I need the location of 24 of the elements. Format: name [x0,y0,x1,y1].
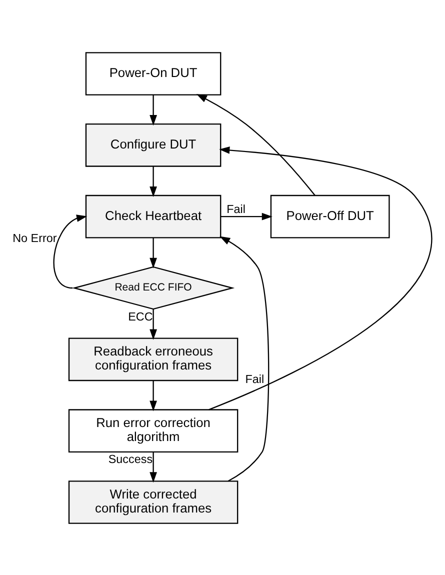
node-box: Write corrected configuration frames [68,480,238,524]
node-box: Power-On DUT [85,52,222,95]
node-box: Readback erroneous configuration frames [68,337,238,381]
arrow [196,94,316,196]
node-box: Run error correction algorithm [68,408,238,452]
arrow [150,166,157,197]
arrow [150,308,157,340]
edge-label: Fail [245,372,264,386]
arrow [53,214,88,288]
edge-label: Fail [226,202,246,216]
arrow [150,94,157,126]
edge-label: Success [108,452,153,466]
edge-label: ECC [128,310,153,323]
arrow [208,146,432,410]
node-box: Power-Off DUT [270,194,390,238]
node-diamond: Read ECC FIFO [72,266,235,310]
edge-label: No Error [12,232,57,245]
arrow [150,380,157,411]
node-box: Configure DUT [85,123,222,166]
arrow [220,236,270,482]
node-box: Check Heartbeat [85,194,222,238]
arrow [220,212,272,220]
arrow [150,237,157,268]
arrow [150,451,157,482]
